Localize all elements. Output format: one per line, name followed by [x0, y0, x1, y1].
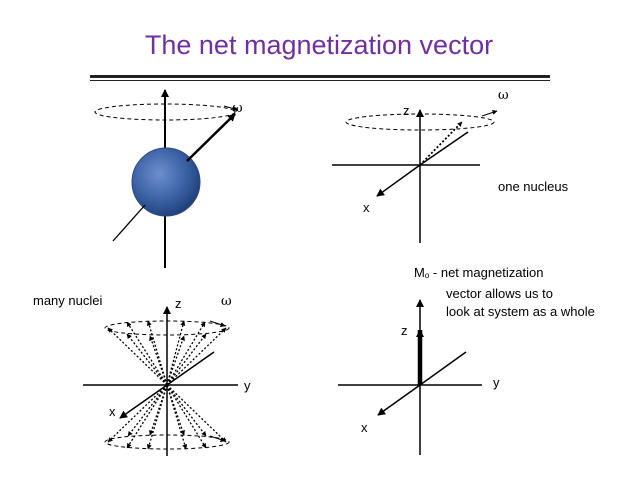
omega-label: ω: [221, 294, 232, 309]
x-axis: [376, 164, 421, 197]
spinning-nucleus-diagram: [94, 89, 239, 268]
lower-cone-vectors: [107, 384, 227, 450]
orbit-direction-arrow: [481, 110, 498, 117]
y-axis-label: y: [493, 375, 500, 390]
diagonal-axis: [166, 351, 215, 386]
nuclear-moment-vector: [419, 121, 463, 166]
lower-precession-orbit: [104, 434, 230, 450]
x-axis: [119, 384, 168, 419]
omega-label: ω: [498, 88, 509, 103]
description-line-2: vector allows us to: [446, 286, 553, 301]
x-axis: [377, 384, 421, 416]
net-magnetization-description: Mo - net magnetization vector allows us …: [414, 264, 595, 321]
nucleus-sphere: [131, 147, 201, 217]
lower-orbit-arrow: [209, 435, 226, 442]
upper-cone-vectors: [107, 320, 227, 386]
precession-orbit: [94, 103, 236, 121]
x-axis-label: x: [363, 200, 370, 215]
many-nuclei-diagram: [83, 306, 238, 456]
description-line-3: look at system as a whole: [446, 304, 595, 319]
precession-orbit: [345, 113, 495, 131]
page-title: The net magnetization vector: [144, 30, 494, 60]
z-axis-label: z: [401, 323, 408, 338]
net-magnetization-diagram: [338, 299, 482, 455]
omega-label: ω: [232, 101, 243, 116]
m0-symbol: M: [414, 265, 425, 280]
m0-subscript: o: [424, 271, 430, 280]
y-axis-label: y: [244, 378, 251, 393]
magnetic-moment-arrow: [186, 113, 236, 162]
diagonal-axis: [419, 351, 467, 386]
upper-orbit-arrow: [209, 320, 226, 327]
upper-precession-orbit: [104, 320, 230, 336]
diagonal-axis: [419, 131, 469, 166]
description-text-1: - net magnetization: [429, 265, 544, 280]
title-rule-thick: [90, 75, 550, 78]
title-rule-thin: [90, 80, 550, 81]
x-axis-label: x: [361, 420, 368, 435]
one-nucleus-caption: one nucleus: [498, 179, 569, 194]
one-nucleus-diagram: [332, 109, 498, 243]
description-line-1: Mo - net magnetization: [414, 264, 595, 285]
z-axis-label: z: [403, 103, 410, 118]
orbit-direction-arrow: [223, 105, 239, 112]
many-nuclei-caption: many nuclei: [33, 293, 103, 308]
x-axis-label: x: [109, 404, 116, 419]
z-axis-label: z: [175, 296, 182, 311]
magnetic-moment-lower: [112, 204, 146, 242]
